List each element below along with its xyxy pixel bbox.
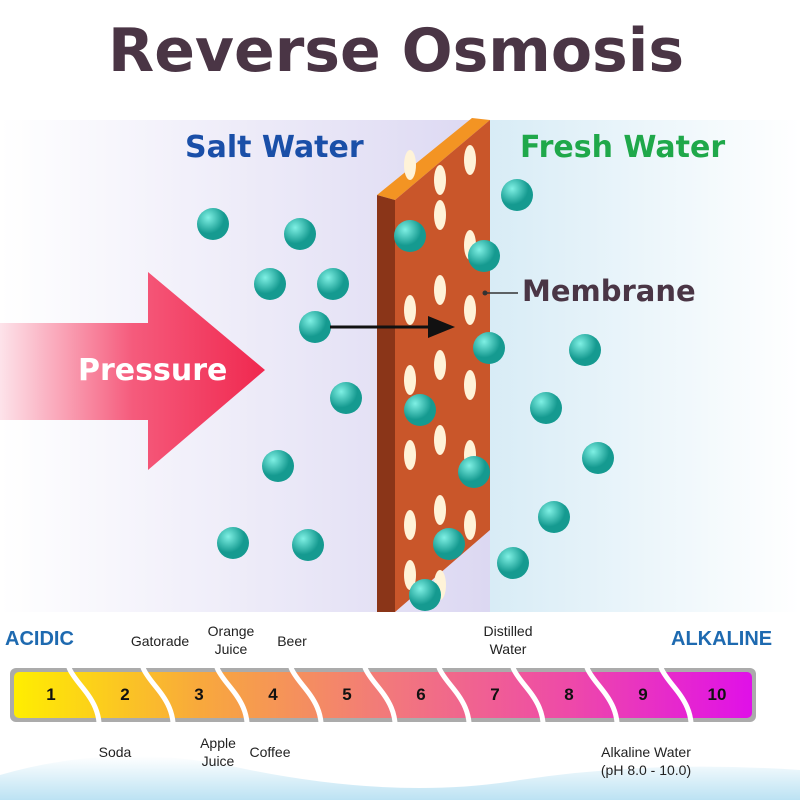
label-coffee: Coffee — [249, 744, 291, 760]
membrane-pore — [404, 440, 416, 470]
label-beer: Beer — [277, 633, 307, 649]
ph-divider — [139, 648, 176, 741]
membrane-pore — [434, 165, 446, 195]
membrane-pore — [464, 145, 476, 175]
water-molecule — [254, 268, 286, 300]
membrane-pore — [404, 365, 416, 395]
acidic-label: ACIDIC — [5, 628, 74, 650]
ph-number: 4 — [268, 685, 278, 704]
ph-number: 7 — [490, 685, 500, 704]
ph-divider — [65, 648, 102, 741]
water-molecule — [458, 456, 490, 488]
label-orange-juice: Orange Juice — [207, 623, 255, 657]
ph-number: 5 — [342, 685, 352, 704]
membrane-pore — [434, 425, 446, 455]
water-molecule — [299, 311, 331, 343]
water-molecule — [217, 527, 249, 559]
water-molecule — [468, 240, 500, 272]
ph-number: 8 — [564, 685, 574, 704]
water-molecule — [404, 394, 436, 426]
ph-divider — [657, 648, 694, 741]
water-molecule — [473, 332, 505, 364]
pressure-arrow — [0, 272, 265, 470]
ph-number: 1 — [46, 685, 56, 704]
membrane — [377, 118, 490, 612]
water-molecule — [394, 220, 426, 252]
label-gatorade: Gatorade — [130, 633, 190, 649]
ph-number: 6 — [416, 685, 426, 704]
ph-divider — [361, 648, 398, 741]
water-molecule — [497, 547, 529, 579]
label-apple-juice: Apple Juice — [200, 735, 236, 769]
page-title: Reverse Osmosis — [108, 16, 685, 86]
label-soda: Soda — [98, 744, 132, 760]
membrane-pore — [464, 295, 476, 325]
ph-divider — [583, 648, 620, 741]
membrane-pore — [434, 275, 446, 305]
membrane-pore — [404, 295, 416, 325]
ph-divider — [213, 648, 250, 741]
label-alkaline-water: Alkaline Water (pH 8.0 - 10.0) — [600, 744, 692, 778]
ph-divider — [435, 648, 472, 741]
water-molecule — [292, 529, 324, 561]
water-molecule — [317, 268, 349, 300]
membrane-pore — [404, 560, 416, 590]
water-molecule — [530, 392, 562, 424]
water-molecule — [409, 579, 441, 611]
water-molecule — [538, 501, 570, 533]
fresh-water-region — [490, 120, 800, 612]
membrane-pore — [464, 370, 476, 400]
fresh-water-label: Fresh Water — [520, 130, 726, 165]
water-molecule — [569, 334, 601, 366]
water-molecule — [197, 208, 229, 240]
label-distilled-water: Distilled Water — [483, 623, 533, 657]
ph-number: 10 — [707, 685, 727, 704]
water-molecule — [582, 442, 614, 474]
ph-number: 3 — [194, 685, 204, 704]
ph-number: 9 — [638, 685, 648, 704]
water-molecule — [262, 450, 294, 482]
membrane-pore — [464, 510, 476, 540]
ph-divider — [287, 648, 324, 741]
flow-arrow — [330, 316, 455, 338]
pressure-label: Pressure — [78, 353, 228, 388]
membrane-pore — [404, 510, 416, 540]
membrane-pore — [434, 350, 446, 380]
water-molecule — [501, 179, 533, 211]
membrane-pore — [434, 200, 446, 230]
water-molecule — [330, 382, 362, 414]
water-molecule — [433, 528, 465, 560]
ph-number: 2 — [120, 685, 130, 704]
ph-bar — [10, 648, 756, 741]
salt-water-label: Salt Water — [185, 130, 364, 165]
membrane-pore — [434, 495, 446, 525]
water-splash — [0, 756, 800, 800]
water-molecule — [284, 218, 316, 250]
membrane-pore — [404, 150, 416, 180]
membrane-label: Membrane — [522, 274, 696, 308]
ph-divider — [509, 648, 546, 741]
alkaline-label: ALKALINE — [671, 628, 773, 650]
membrane-pointer-dot — [482, 290, 488, 296]
